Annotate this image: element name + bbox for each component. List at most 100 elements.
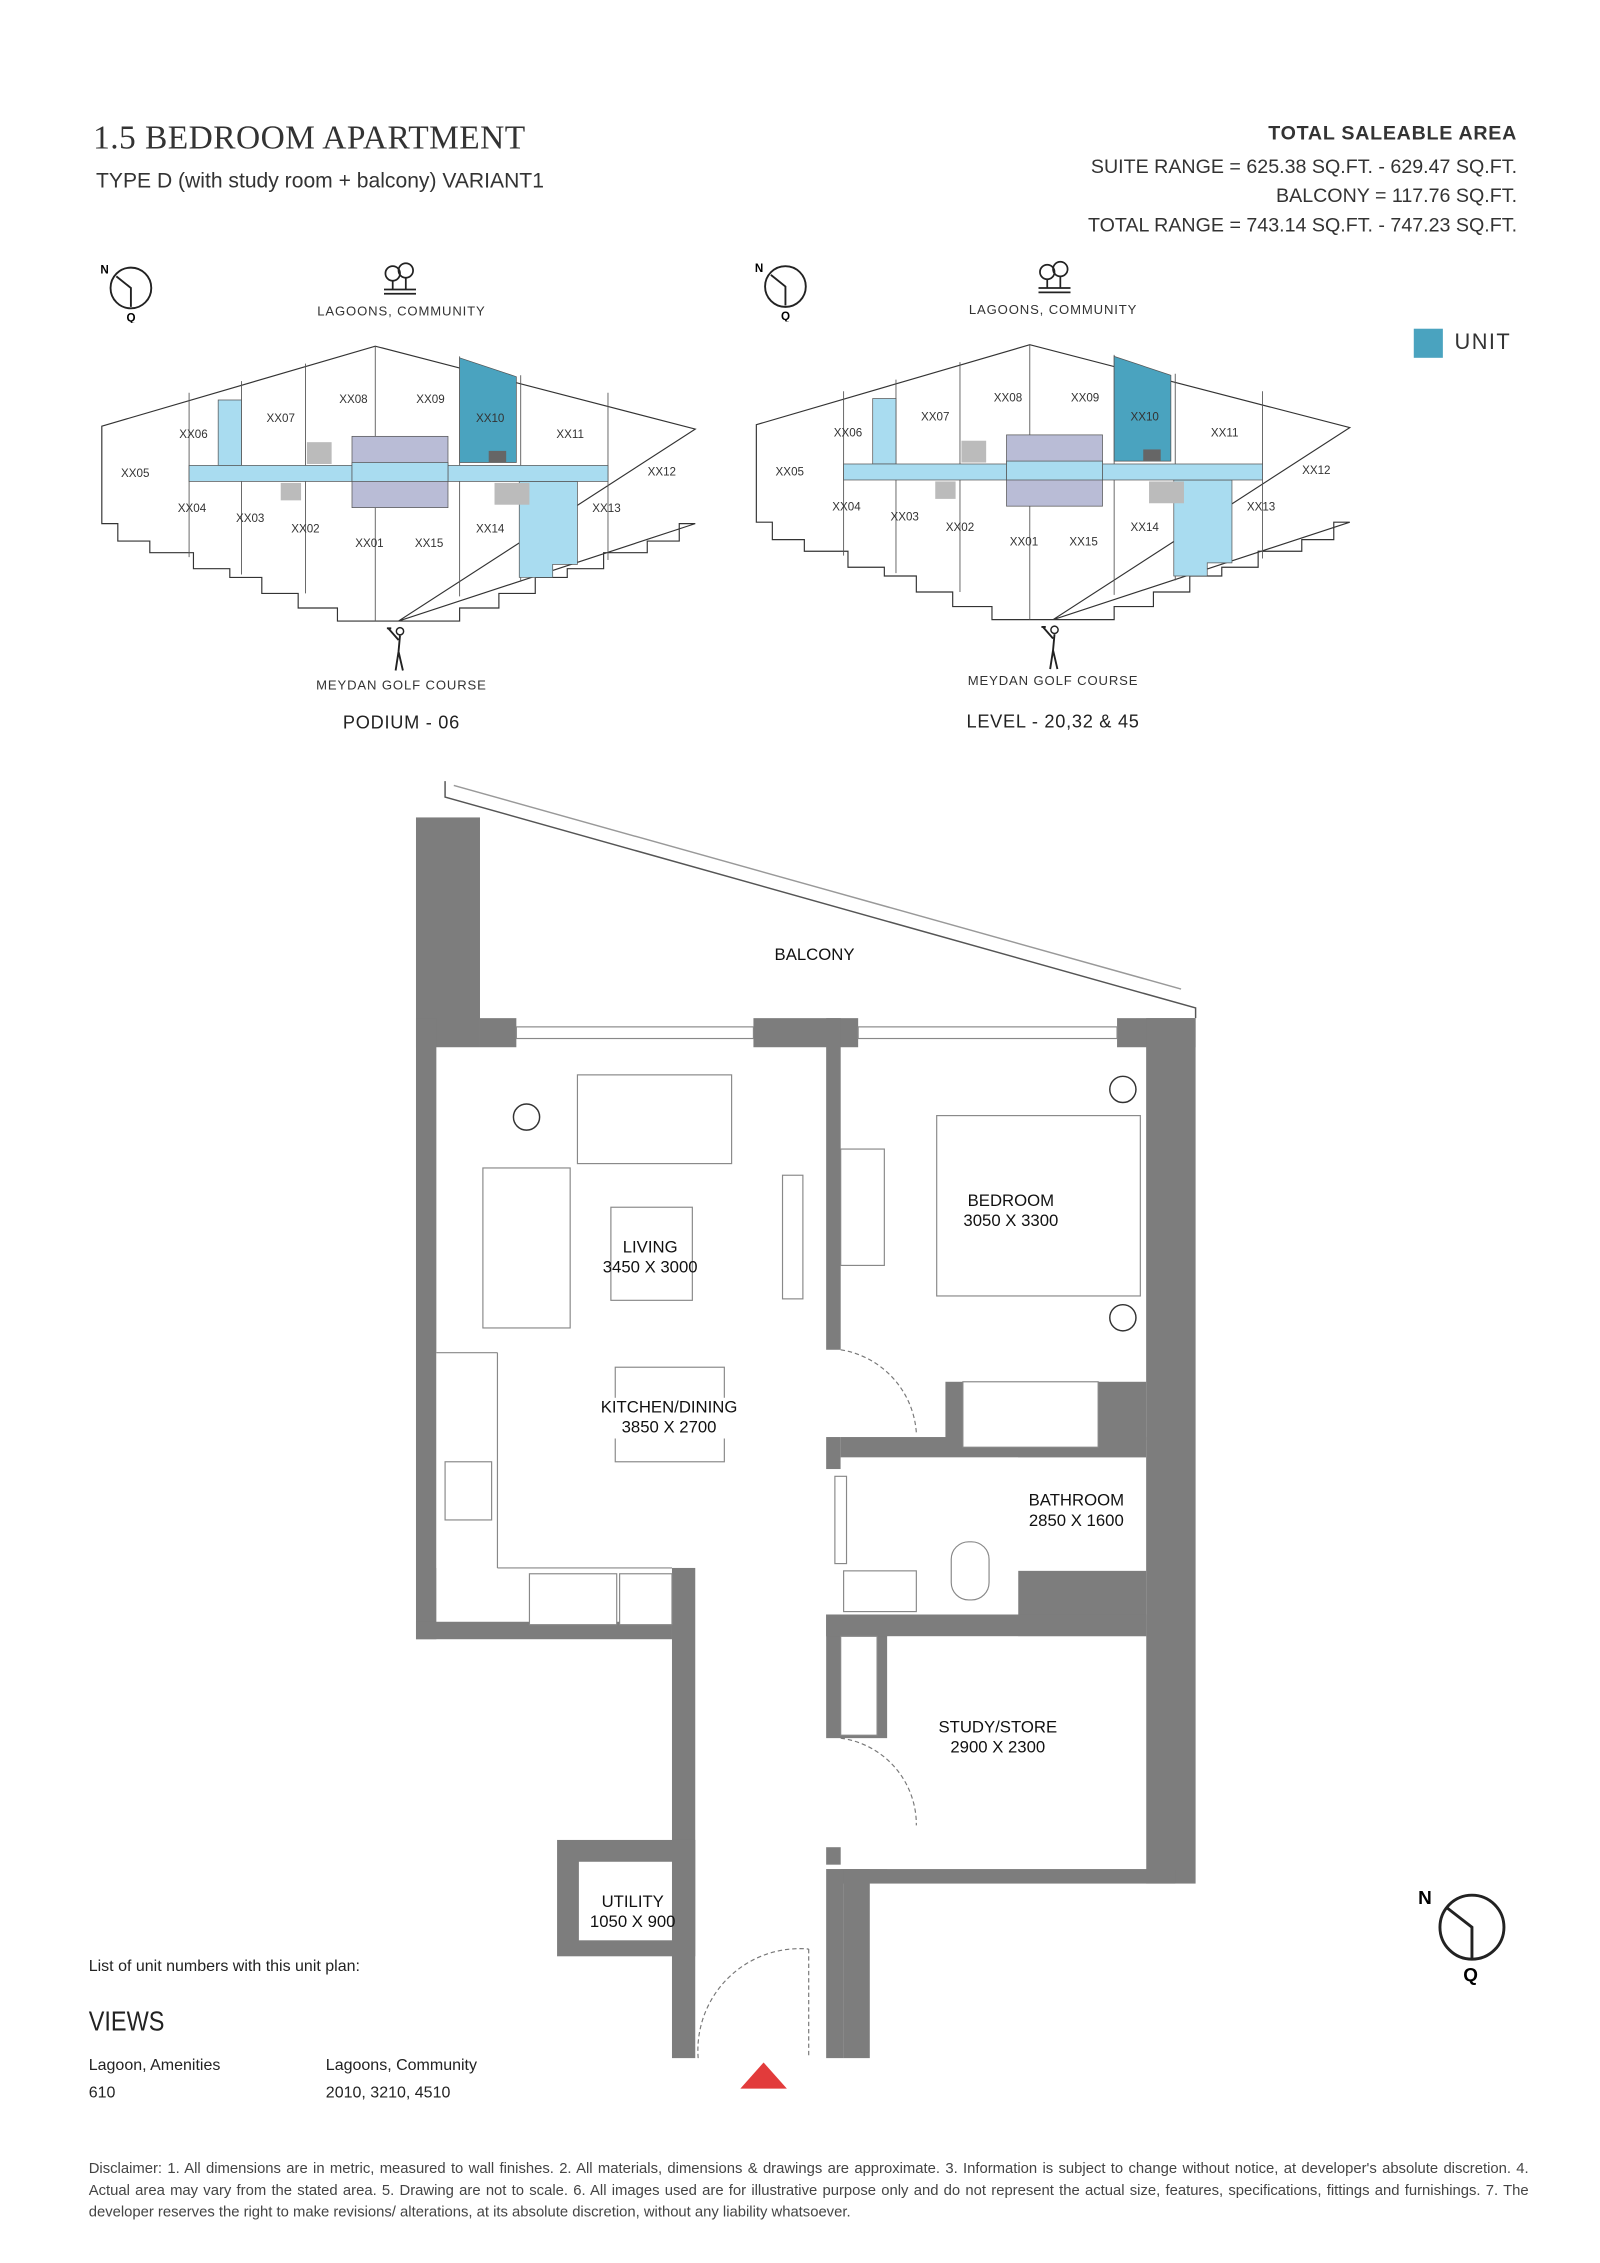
- unit-label: XX15: [415, 537, 443, 550]
- unit-label: XX07: [266, 412, 294, 425]
- unit-label: XX10: [1130, 410, 1159, 423]
- core-lobby: [351, 462, 449, 482]
- top-view-label: LAGOONS, COMMUNITY: [317, 303, 486, 319]
- hob: [444, 1461, 493, 1521]
- compass-north: N: [755, 262, 763, 275]
- balcony-area: BALCONY = 117.76 SQ.FT.: [1276, 184, 1518, 207]
- unit-label: XX13: [1247, 501, 1275, 514]
- bathtub: [843, 1570, 917, 1613]
- unit-label: XX13: [592, 502, 620, 515]
- unit-highlight: [459, 357, 517, 463]
- view-units: 2010, 3210, 4510: [325, 2084, 451, 2102]
- compass-south: Q: [127, 311, 136, 322]
- unit-label: XX11: [1211, 426, 1239, 439]
- room-balcony: BALCONY: [774, 946, 855, 965]
- unit-label: XX06: [179, 428, 207, 441]
- unit-label: XX01: [355, 537, 383, 550]
- service-room: [306, 442, 332, 464]
- service-room: [494, 482, 530, 505]
- service-room: [935, 481, 956, 499]
- unit-label: XX02: [946, 521, 974, 534]
- compass-south: Q: [781, 310, 790, 321]
- balcony-railing: [444, 781, 1197, 1019]
- room-name: STUDY/STORE: [938, 1719, 1058, 1737]
- room-size: 3050 X 3300: [963, 1213, 1059, 1231]
- unit-legend-label: UNIT: [1454, 330, 1512, 355]
- room-name: BEDROOM: [967, 1192, 1055, 1211]
- page-title: 1.5 BEDROOM APARTMENT: [93, 119, 526, 156]
- bottom-view-label: MEYDAN GOLF COURSE: [967, 673, 1139, 688]
- bottom-view-label: MEYDAN GOLF COURSE: [316, 677, 487, 693]
- unit-label: XX05: [121, 467, 149, 480]
- view-name: Lagoon, Amenities: [88, 2056, 221, 2075]
- service-room: [1149, 481, 1184, 504]
- unit-label: XX03: [236, 512, 264, 525]
- unit-label: XX09: [1071, 391, 1099, 404]
- room-name: UTILITY: [601, 1893, 664, 1912]
- unit-label: XX06: [834, 426, 862, 439]
- unit-type-subtitle: TYPE D (with study room + balcony) VARIA…: [95, 170, 544, 194]
- tv-unit: [781, 1174, 804, 1300]
- room-study: STUDY/STORE 2900 X 2300: [911, 1718, 1086, 1759]
- bed: [936, 1115, 1141, 1297]
- top-view-label: LAGOONS, COMMUNITY: [968, 302, 1138, 318]
- toilet: [950, 1541, 990, 1601]
- room-size: 3450 X 3000: [602, 1259, 698, 1278]
- unit-label: XX03: [890, 511, 918, 524]
- desk: [840, 1148, 885, 1266]
- room-size: 1050 X 900: [589, 1914, 676, 1932]
- room-bedroom: BEDROOM 3050 X 3300: [924, 1191, 1099, 1232]
- unit-label: XX01: [1010, 535, 1038, 548]
- unit-label: XX04: [832, 501, 861, 514]
- unit-label: XX15: [1069, 535, 1097, 548]
- unit-label: XX09: [416, 393, 444, 406]
- trees-icon: [1038, 260, 1071, 294]
- room-kitchen-dining: KITCHEN/DINING 3850 X 2700: [567, 1397, 771, 1439]
- views-heading: VIEWS: [88, 2007, 165, 2038]
- unit-highlight: [1113, 355, 1172, 462]
- compass-south: Q: [1463, 1965, 1478, 1985]
- compass-icon: N Q: [755, 262, 807, 321]
- unit-list-intro: List of unit numbers with this unit plan…: [88, 1957, 360, 1976]
- fridge: [619, 1573, 673, 1626]
- room-name: BATHROOM: [1028, 1492, 1125, 1510]
- coffee-table: [610, 1206, 693, 1301]
- area-heading: TOTAL SALEABLE AREA: [1268, 122, 1518, 144]
- room-size: 3850 X 2700: [621, 1419, 717, 1438]
- unit-label: XX12: [648, 466, 676, 479]
- entry-arrow-icon: [740, 2062, 787, 2089]
- trees-icon: [383, 262, 416, 295]
- compass-icon: N Q: [100, 263, 153, 323]
- sink: [528, 1573, 618, 1626]
- level-label: PODIUM - 06: [342, 712, 460, 734]
- unit-label: XX02: [291, 522, 319, 535]
- unit-label: XX11: [556, 428, 584, 441]
- room-name: KITCHEN/DINING: [600, 1399, 738, 1417]
- keyplan-drawing: XX01 XX02 XX03 XX04 XX05 XX06 XX07 XX08 XX09XX10…: [101, 345, 697, 622]
- total-range: TOTAL RANGE = 743.14 SQ.FT. - 747.23 SQ.…: [1087, 213, 1518, 236]
- compass-icon: N Q: [1418, 1888, 1506, 1985]
- service-room: [280, 482, 302, 501]
- disclaimer: Disclaimer: 1. All dimensions are in met…: [88, 2161, 1529, 2222]
- unit-label: XX14: [1130, 521, 1159, 534]
- level-label: LEVEL - 20,32 & 45: [966, 711, 1140, 732]
- unit-label: XX10: [476, 412, 505, 425]
- compass-north: N: [1418, 1888, 1432, 1909]
- room-size: 2900 X 2300: [950, 1739, 1046, 1758]
- golfer-icon: [1041, 625, 1059, 670]
- view-name: Lagoons, Community: [325, 2056, 478, 2075]
- unit-label: XX12: [1302, 464, 1330, 477]
- unit-label: XX08: [994, 391, 1022, 404]
- unit-label: XX08: [339, 393, 367, 406]
- sofa-side: [482, 1167, 571, 1329]
- unit-label: XX05: [776, 466, 804, 479]
- golfer-icon: [386, 626, 405, 671]
- unit-label: XX04: [178, 502, 207, 515]
